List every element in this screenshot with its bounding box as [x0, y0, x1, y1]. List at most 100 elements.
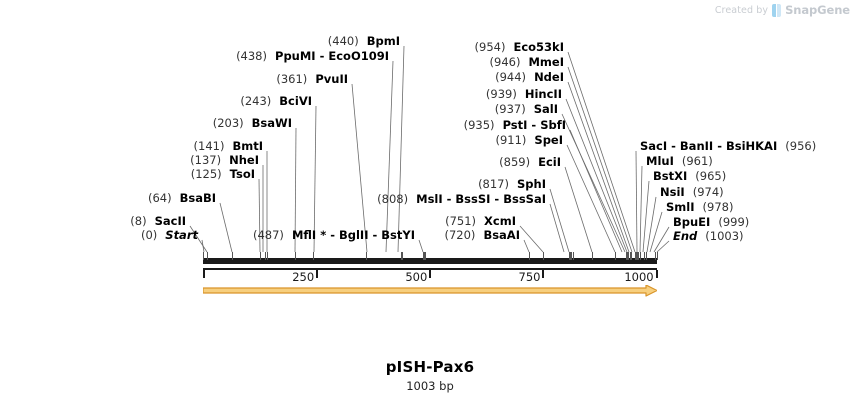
site-enzymes: Eco53kI	[513, 40, 564, 54]
ruler-label: 1000	[624, 270, 654, 284]
cut-site-tick[interactable]	[631, 252, 633, 260]
restriction-site-label[interactable]: (203) BsaWI	[213, 117, 292, 130]
restriction-site-label[interactable]: NsiI (974)	[660, 186, 724, 199]
ruler-label: 500	[405, 270, 428, 284]
cut-site-tick[interactable]	[627, 252, 629, 260]
cut-site-tick[interactable]	[402, 252, 404, 260]
cut-site-tick[interactable]	[635, 252, 637, 260]
leader-line	[351, 83, 368, 253]
restriction-site-label[interactable]: (438) PpuMI - EcoO109I	[236, 50, 389, 63]
cut-site-tick[interactable]	[424, 252, 426, 260]
restriction-site-label[interactable]: SmlI (978)	[666, 201, 733, 214]
cut-site-tick[interactable]	[570, 252, 572, 260]
cut-site-tick[interactable]	[639, 252, 641, 260]
cut-site-tick[interactable]	[568, 252, 570, 260]
ruler-tick-500	[429, 270, 432, 278]
restriction-site-label[interactable]: (935) PstI - SbfI	[464, 119, 566, 132]
cut-site-tick[interactable]	[401, 252, 403, 260]
leader-line	[566, 144, 616, 253]
cut-site-tick[interactable]	[425, 252, 427, 260]
cut-site-tick[interactable]	[655, 252, 657, 260]
site-enzymes: NsiI	[660, 185, 685, 199]
restriction-site-label[interactable]: (125) TsoI	[191, 168, 255, 181]
site-enzymes: SmlI	[666, 200, 695, 214]
cut-site-tick[interactable]	[572, 252, 574, 260]
cut-site-tick[interactable]	[643, 252, 645, 260]
cut-site-tick[interactable]	[636, 252, 638, 260]
leader-line	[219, 202, 233, 253]
leader-line	[549, 203, 565, 253]
cut-site-tick[interactable]	[628, 252, 630, 260]
restriction-site-label[interactable]: (720) BsaAI	[444, 229, 520, 242]
leader-line	[418, 239, 424, 253]
title-block: pISH-Pax6 1003 bp	[0, 358, 860, 393]
restriction-site-label[interactable]: (808) MslI - BssSI - BssSaI	[377, 193, 546, 206]
cut-site-tick[interactable]	[615, 252, 617, 260]
site-position: (440)	[327, 34, 359, 48]
restriction-site-label[interactable]: (911) SpeI	[495, 134, 563, 147]
restriction-site-label[interactable]: (954) Eco53kI	[475, 41, 564, 54]
cut-site-tick[interactable]	[657, 252, 658, 260]
restriction-site-label[interactable]: (243) BciVI	[240, 95, 312, 108]
site-enzymes: SphI	[517, 177, 546, 191]
restriction-site-label[interactable]: SacI - BanII - BsiHKAI (956)	[640, 140, 816, 153]
site-position: (946)	[489, 55, 521, 69]
cut-site-tick[interactable]	[294, 252, 296, 260]
restriction-site-label[interactable]: (0) Start	[141, 229, 198, 242]
cut-site-tick[interactable]	[206, 252, 208, 260]
cut-site-tick[interactable]	[203, 252, 204, 260]
site-position: (911)	[495, 133, 527, 147]
restriction-site-label[interactable]: (137) NheI	[190, 154, 259, 167]
restriction-site-label[interactable]: (141) BmtI	[194, 140, 263, 153]
cut-site-tick[interactable]	[366, 252, 368, 260]
site-position: (937)	[494, 102, 526, 116]
site-enzymes: BmtI	[232, 139, 263, 153]
cut-site-tick[interactable]	[266, 252, 268, 260]
leader-line	[567, 51, 636, 253]
restriction-site-label[interactable]: (859) EciI	[499, 156, 561, 169]
cut-site-tick[interactable]	[645, 252, 647, 260]
orf-arrow[interactable]	[203, 285, 657, 299]
site-position: (1003)	[705, 229, 744, 243]
cut-site-tick[interactable]	[542, 252, 544, 260]
leader-line	[523, 239, 530, 253]
cut-site-tick[interactable]	[265, 252, 266, 260]
restriction-site-label[interactable]: (8) SacII	[130, 215, 186, 228]
restriction-site-label[interactable]: (64) BsaBI	[148, 192, 216, 205]
cut-site-tick[interactable]	[626, 252, 628, 260]
cut-site-tick[interactable]	[231, 252, 233, 260]
restriction-site-label[interactable]: MluI (961)	[646, 155, 713, 168]
leader-line	[397, 45, 405, 253]
sequence-backbone[interactable]	[203, 258, 657, 264]
site-enzymes: SacII	[154, 214, 186, 228]
restriction-site-label[interactable]: BpuEI (999)	[673, 216, 749, 229]
restriction-site-label[interactable]: (944) NdeI	[495, 71, 564, 84]
site-position: (817)	[478, 177, 509, 191]
restriction-site-label[interactable]: (361) PvuII	[276, 73, 348, 86]
restriction-site-label[interactable]: End (1003)	[673, 230, 744, 243]
cut-site-tick[interactable]	[259, 252, 261, 260]
restriction-site-label[interactable]: (937) SalI	[495, 103, 558, 116]
cut-site-tick[interactable]	[637, 252, 639, 260]
cut-site-tick[interactable]	[634, 252, 636, 260]
restriction-site-label[interactable]: BstXI (965)	[653, 170, 726, 183]
leader-line	[561, 113, 626, 253]
site-enzymes: BstXI	[653, 169, 688, 183]
cut-site-tick[interactable]	[528, 252, 530, 260]
cut-site-tick[interactable]	[312, 252, 314, 260]
restriction-site-label[interactable]: (440) BpmI	[328, 35, 400, 48]
site-enzymes: BsaWI	[251, 116, 292, 130]
restriction-site-label[interactable]: (817) SphI	[478, 178, 546, 191]
site-position: (965)	[695, 169, 727, 183]
cut-site-tick[interactable]	[423, 252, 425, 260]
cut-site-tick[interactable]	[569, 252, 571, 260]
restriction-site-label[interactable]: (946) MmeI	[490, 56, 564, 69]
restriction-site-label[interactable]: (751) XcmI	[445, 215, 516, 228]
cut-site-tick[interactable]	[630, 252, 632, 260]
restriction-site-label[interactable]: (939) HincII	[486, 88, 562, 101]
site-enzymes: NheI	[229, 153, 259, 167]
restriction-site-label[interactable]: (487) MflI * - BglII - BstYI	[253, 229, 415, 242]
site-enzymes: TsoI	[229, 167, 255, 181]
cut-site-tick[interactable]	[591, 252, 593, 260]
site-position: (974)	[692, 185, 724, 199]
